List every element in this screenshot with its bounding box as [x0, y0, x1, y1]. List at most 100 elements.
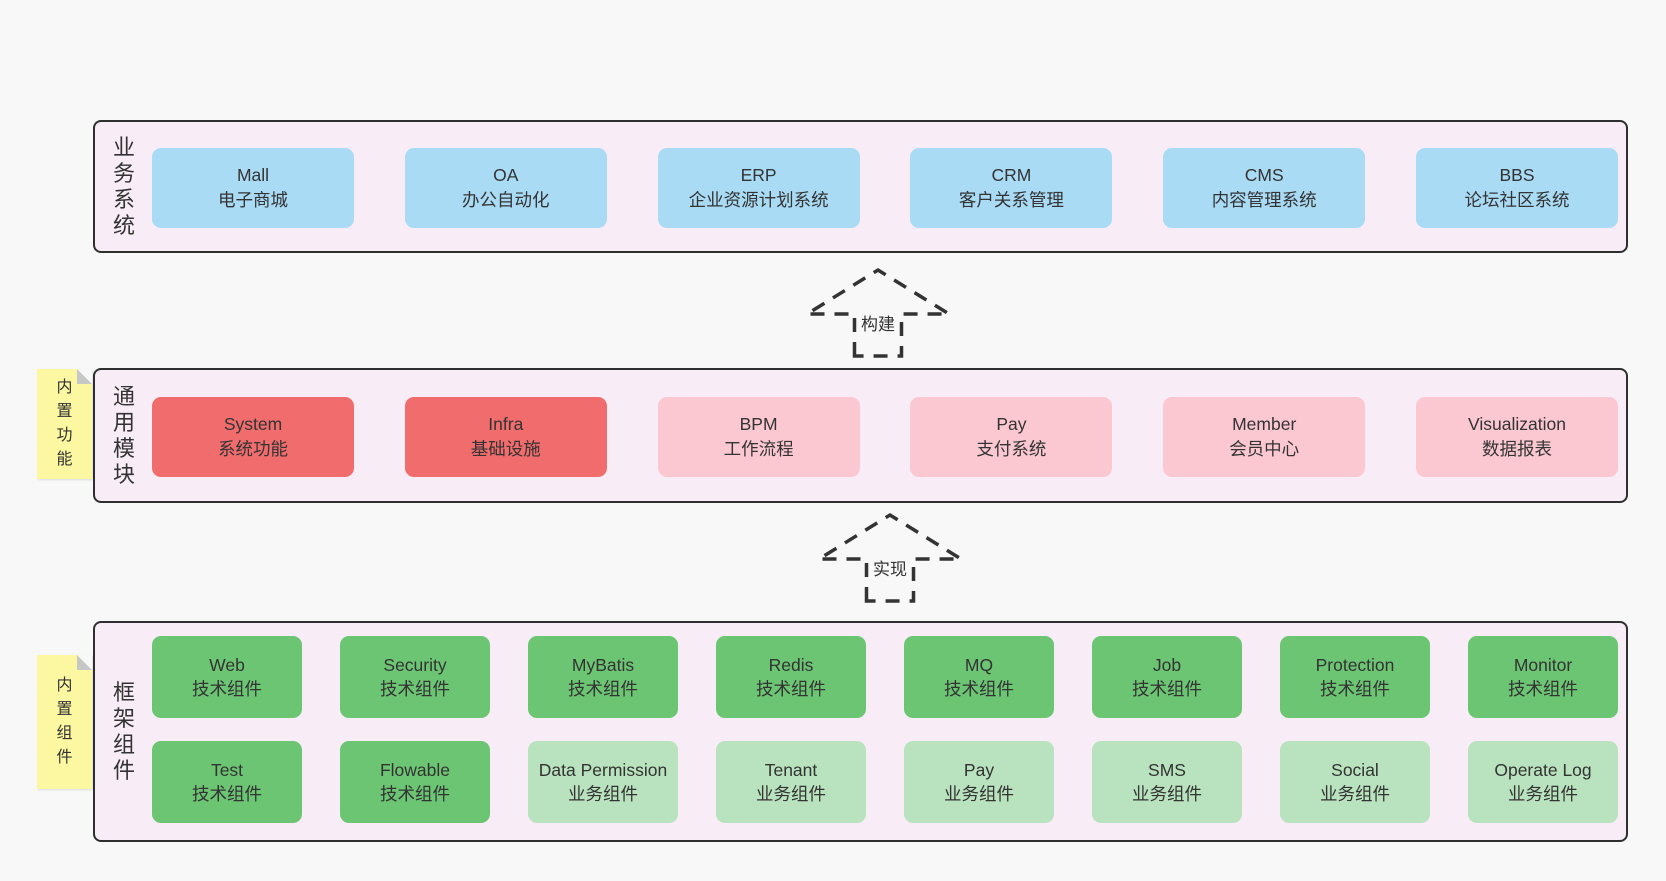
vertical-label-char: 置 — [56, 403, 73, 420]
box-subtitle: 技术组件 — [568, 679, 638, 699]
panel-label-common-modules: 通用模块 — [105, 370, 143, 501]
box-title: Protection — [1315, 655, 1395, 675]
box-mybatis: MyBatis 技术组件 — [528, 636, 678, 718]
vertical-label-char: 块 — [112, 461, 135, 487]
box-subtitle: 系统功能 — [218, 439, 288, 459]
vertical-label-char: 统 — [112, 212, 135, 238]
box-job: Job 技术组件 — [1092, 636, 1242, 718]
box-subtitle: 技术组件 — [1320, 679, 1390, 699]
box-subtitle: 企业资源计划系统 — [688, 190, 829, 210]
panel-label-business-systems: 业务系统 — [105, 122, 143, 251]
box-data-permission: Data Permission 业务组件 — [528, 741, 678, 823]
vertical-label-char: 组 — [112, 731, 135, 757]
box-subtitle: 论坛社区系统 — [1464, 190, 1570, 210]
box-subtitle: 支付系统 — [976, 439, 1047, 459]
box-title: Pay — [996, 414, 1027, 434]
vertical-label-char: 用 — [112, 409, 135, 435]
vertical-label-char: 件 — [56, 749, 73, 766]
box-crm: CRM 客户关系管理 — [910, 148, 1113, 228]
box-mq: MQ 技术组件 — [904, 636, 1054, 718]
box-subtitle: 技术组件 — [944, 679, 1014, 699]
box-subtitle: 技术组件 — [380, 784, 450, 804]
box-pay: Pay 业务组件 — [904, 741, 1054, 823]
box-title: Job — [1152, 655, 1182, 675]
build-arrow-label: 构建 — [861, 315, 895, 334]
box-subtitle: 业务组件 — [756, 784, 826, 804]
box-subtitle: 业务组件 — [1320, 784, 1390, 804]
box-subtitle: 业务组件 — [1508, 784, 1578, 804]
sticky-note-builtin-functions: 内置功能 — [37, 369, 92, 479]
box-oa: OA 办公自动化 — [404, 148, 607, 228]
box-pay: Pay 支付系统 — [910, 397, 1113, 477]
box-title: Monitor — [1513, 655, 1573, 675]
vertical-label-char: 件 — [112, 757, 135, 783]
box-title: MQ — [964, 655, 994, 675]
box-subtitle: 客户关系管理 — [958, 190, 1064, 210]
box-title: CRM — [991, 165, 1032, 185]
box-subtitle: 业务组件 — [944, 784, 1014, 804]
box-title: Mall — [236, 165, 270, 185]
box-subtitle: 技术组件 — [192, 784, 262, 804]
vertical-label-char: 组 — [56, 725, 73, 742]
vertical-label-char: 功 — [56, 427, 73, 444]
box-subtitle: 业务组件 — [568, 784, 638, 804]
box-social: Social 业务组件 — [1280, 741, 1430, 823]
box-title: BBS — [1499, 165, 1535, 185]
box-title: Test — [210, 760, 244, 780]
vertical-label-char: 框 — [112, 679, 135, 705]
box-title: MyBatis — [571, 655, 635, 675]
dashed-up-arrow-icon — [805, 267, 951, 358]
box-subtitle: 办公自动化 — [462, 190, 550, 210]
box-title: Web — [209, 655, 245, 675]
box-subtitle: 工作流程 — [723, 439, 794, 459]
box-subtitle: 基础设施 — [470, 439, 541, 459]
box-subtitle: 技术组件 — [1132, 679, 1202, 699]
implement-arrow: 实现 — [817, 507, 963, 603]
vertical-label-char: 置 — [56, 701, 73, 718]
box-redis: Redis 技术组件 — [716, 636, 866, 718]
implement-arrow-label: 实现 — [873, 560, 907, 579]
box-subtitle: 数据报表 — [1481, 439, 1552, 459]
box-title: Data Permission — [538, 760, 668, 780]
vertical-label-char: 内 — [56, 677, 73, 694]
box-title: Redis — [768, 655, 814, 675]
box-tenant: Tenant 业务组件 — [716, 741, 866, 823]
vertical-label-char: 内 — [56, 379, 73, 396]
panel-label-framework-components: 框架组件 — [105, 623, 143, 840]
box-subtitle: 技术组件 — [756, 679, 826, 699]
box-title: Security — [383, 655, 447, 675]
box-test: Test 技术组件 — [152, 741, 302, 823]
box-title: OA — [493, 165, 519, 185]
box-title: System — [223, 414, 283, 434]
box-title: ERP — [740, 165, 777, 185]
box-title: Pay — [963, 760, 995, 780]
vertical-label-char: 通 — [112, 383, 135, 409]
box-protection: Protection 技术组件 — [1280, 636, 1430, 718]
box-title: Tenant — [764, 760, 818, 780]
box-title: CMS — [1244, 165, 1284, 185]
vertical-label-char: 系 — [112, 186, 135, 212]
vertical-label-char: 能 — [56, 451, 73, 468]
vertical-label-char: 业 — [112, 134, 135, 160]
box-system: System 系统功能 — [152, 397, 354, 477]
sticky-note-builtin-components: 内置组件 — [37, 655, 92, 789]
box-title: Social — [1331, 760, 1379, 780]
vertical-label-char: 架 — [112, 705, 135, 731]
